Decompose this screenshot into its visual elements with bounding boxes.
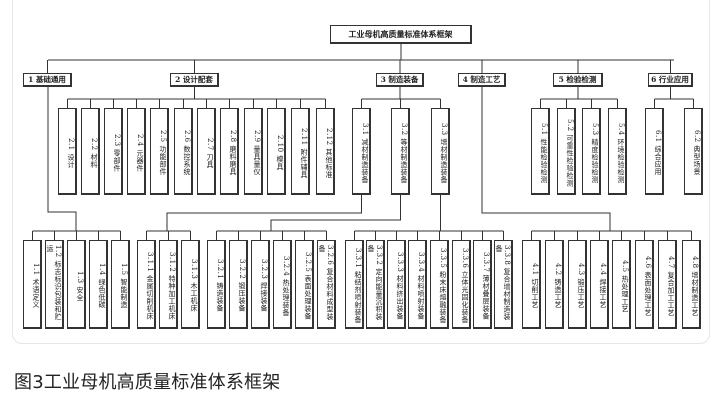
category-box-5: 5 检验检测 xyxy=(553,73,603,87)
design-standard-box: 2.2 材料 xyxy=(81,108,100,195)
category-box-2: 2 设计配套 xyxy=(170,73,219,87)
testing-standard-box: 5.4 环境检验检测 xyxy=(608,108,627,195)
design-standard-box: 2.12 其他标准 xyxy=(316,108,335,195)
process-standard-box: 4.3 锻压工艺 xyxy=(568,240,587,329)
process-standard-box: 4.4 焊接工艺 xyxy=(590,240,609,329)
equal-material-equipment-box: 3.2.1 铸造装备 xyxy=(207,240,226,329)
subtractive-equipment-box: 3.1.2 特种加工机床 xyxy=(159,240,178,329)
additive-equipment-box: 3.3.6 立体光固化装备 xyxy=(452,240,471,329)
process-standard-box: 4.7 复合加工工艺 xyxy=(658,240,677,329)
equal-material-equipment-box: 3.2.4 热处理装备 xyxy=(273,240,292,329)
design-standard-box: 2.8 磨料磨具 xyxy=(220,108,239,195)
root-title-box: 工业母机高质量标准体系框架 xyxy=(330,25,472,44)
equal-material-equipment-box: 3.2.5 表面处理装备 xyxy=(295,240,314,329)
process-standard-box: 4.8 增材制造工艺 xyxy=(682,240,701,329)
additive-equipment-box: 3.3.5 粉末床熔融装备 xyxy=(430,240,449,329)
category-box-6: 6 行业应用 xyxy=(648,73,693,87)
design-standard-box: 2.10 模具 xyxy=(267,108,286,195)
additive-equipment-box: 3.3.4 材料喷射装备 xyxy=(408,240,427,329)
testing-standard-box: 5.1 性能检验检测 xyxy=(531,108,550,195)
connector-line xyxy=(166,195,362,231)
additive-equipment-box: 3.3.2 定向能量沉积装备 xyxy=(366,240,385,329)
equal-material-equipment-box: 3.2.3 焊接装备 xyxy=(251,240,270,329)
design-standard-box: 2.5 功能部件 xyxy=(150,108,169,195)
figure-caption: 图3工业母机高质量标准体系框架 xyxy=(14,372,281,393)
connector-lines xyxy=(32,44,694,240)
subtractive-equipment-box: 3.1.1 金属切削机床 xyxy=(137,240,156,329)
design-standard-box: 2.1 设计 xyxy=(58,108,77,195)
design-standard-box: 2.9 量具量仪 xyxy=(244,108,263,195)
connector-line xyxy=(47,87,77,231)
basic-standard-box: 1.4 绿色低碳 xyxy=(89,240,108,329)
testing-standard-box: 5.2 可靠性检验检测 xyxy=(557,108,576,195)
basic-standard-box: 1.5 智能制造 xyxy=(111,240,130,329)
category-box-1: 1 基础通用 xyxy=(23,73,72,87)
application-standard-box: 6.2 典型场景 xyxy=(684,108,703,195)
connector-line xyxy=(270,195,401,231)
category-box-4: 4 制造工艺 xyxy=(458,73,506,87)
process-standard-box: 4.5 热处理工艺 xyxy=(612,240,631,329)
equipment-type-box: 3.2 等材制造装备 xyxy=(391,108,410,195)
equipment-type-box: 3.3 增材制造装备 xyxy=(431,108,450,195)
equal-material-equipment-box: 3.2.6 复合材料成型装备 xyxy=(317,240,336,329)
basic-standard-box: 1.2 标志标识包装和贮运 xyxy=(45,240,64,329)
design-standard-box: 2.11 附件辅具 xyxy=(291,108,310,195)
process-standard-box: 4.1 切削工艺 xyxy=(522,240,541,329)
equal-material-equipment-box: 3.2.2 锻压装备 xyxy=(229,240,248,329)
process-standard-box: 4.2 铸造工艺 xyxy=(545,240,564,329)
design-standard-box: 2.6 数控系统 xyxy=(174,108,193,195)
basic-standard-box: 1.1 术语定义 xyxy=(23,240,42,329)
additive-equipment-box: 3.3.8 复合增材制造装备 xyxy=(494,240,513,329)
basic-standard-box: 1.3 安全 xyxy=(67,240,86,329)
standards-framework-diagram: 工业母机高质量标准体系框架 1 基础通用 2 设计配套 3 制造装备 4 制造工艺 5 … xyxy=(23,25,703,329)
subtractive-equipment-box: 3.1.3 木工机床 xyxy=(181,240,200,329)
design-standard-box: 2.3 零部件 xyxy=(104,108,123,195)
equipment-type-box: 3.1 减材制造装备 xyxy=(352,108,371,195)
additive-equipment-box: 3.3.7 薄材叠层装备 xyxy=(473,240,492,329)
category-box-3: 3 制造装备 xyxy=(376,73,424,87)
application-standard-box: 6.1 综合应用 xyxy=(645,108,664,195)
process-standard-box: 4.6 表面处理工艺 xyxy=(635,240,654,329)
connector-line xyxy=(481,87,611,231)
design-standard-box: 2.7 刀具 xyxy=(197,108,216,195)
additive-equipment-box: 3.3.3 材料挤出装备 xyxy=(387,240,406,329)
additive-equipment-box: 3.3.1 粘结剂喷射装备 xyxy=(345,240,364,329)
design-standard-box: 2.4 元器件 xyxy=(127,108,146,195)
testing-standard-box: 5.3 精度检验检测 xyxy=(582,108,601,195)
